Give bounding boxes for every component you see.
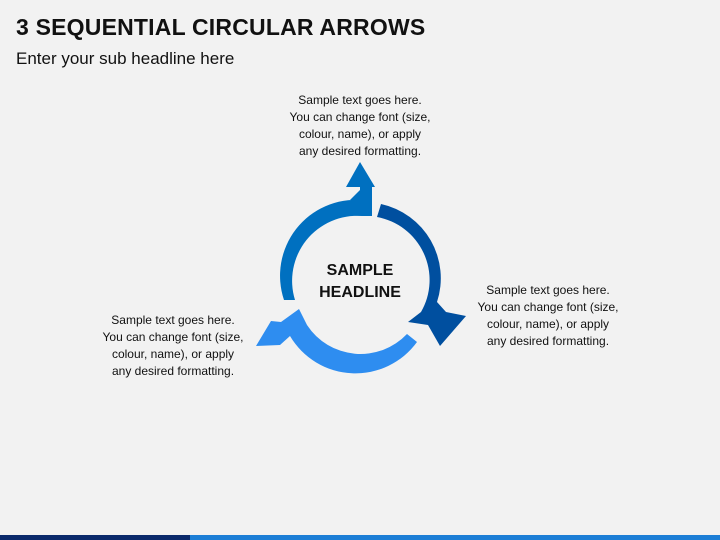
bottom-bar-dark-segment [0, 535, 190, 540]
arrow-left [256, 309, 417, 374]
note-right-line: Sample text goes here. [486, 283, 610, 297]
note-right: Sample text goes here. You can change fo… [463, 282, 633, 350]
note-right-line: You can change font (size, [477, 300, 619, 314]
note-top: Sample text goes here. You can change fo… [275, 92, 445, 160]
center-headline: SAMPLE HEADLINE [300, 260, 420, 304]
note-left: Sample text goes here. You can change fo… [88, 312, 258, 380]
note-left-line: Sample text goes here. [111, 313, 235, 327]
note-top-line: colour, name), or apply [298, 127, 422, 141]
center-headline-line1: SAMPLE [326, 262, 394, 279]
bottom-bar-light-segment [190, 535, 720, 540]
arrow-right [377, 204, 466, 346]
note-top-line: You can change font (size, [289, 110, 431, 124]
note-right-line: any desired formatting. [486, 334, 610, 348]
note-left-line: colour, name), or apply [111, 347, 235, 361]
center-headline-line2: HEADLINE [319, 284, 401, 301]
note-top-line: any desired formatting. [298, 144, 422, 158]
note-right-line: colour, name), or apply [486, 317, 610, 331]
slide-title: 3 SEQUENTIAL CIRCULAR ARROWS [16, 14, 426, 40]
note-left-line: You can change font (size, [102, 330, 244, 344]
bottom-accent-bar [0, 535, 720, 540]
slide-subtitle: Enter your sub headline here [16, 49, 235, 68]
arrow-top [280, 162, 375, 300]
note-left-line: any desired formatting. [111, 364, 235, 378]
note-top-line: Sample text goes here. [298, 93, 422, 107]
